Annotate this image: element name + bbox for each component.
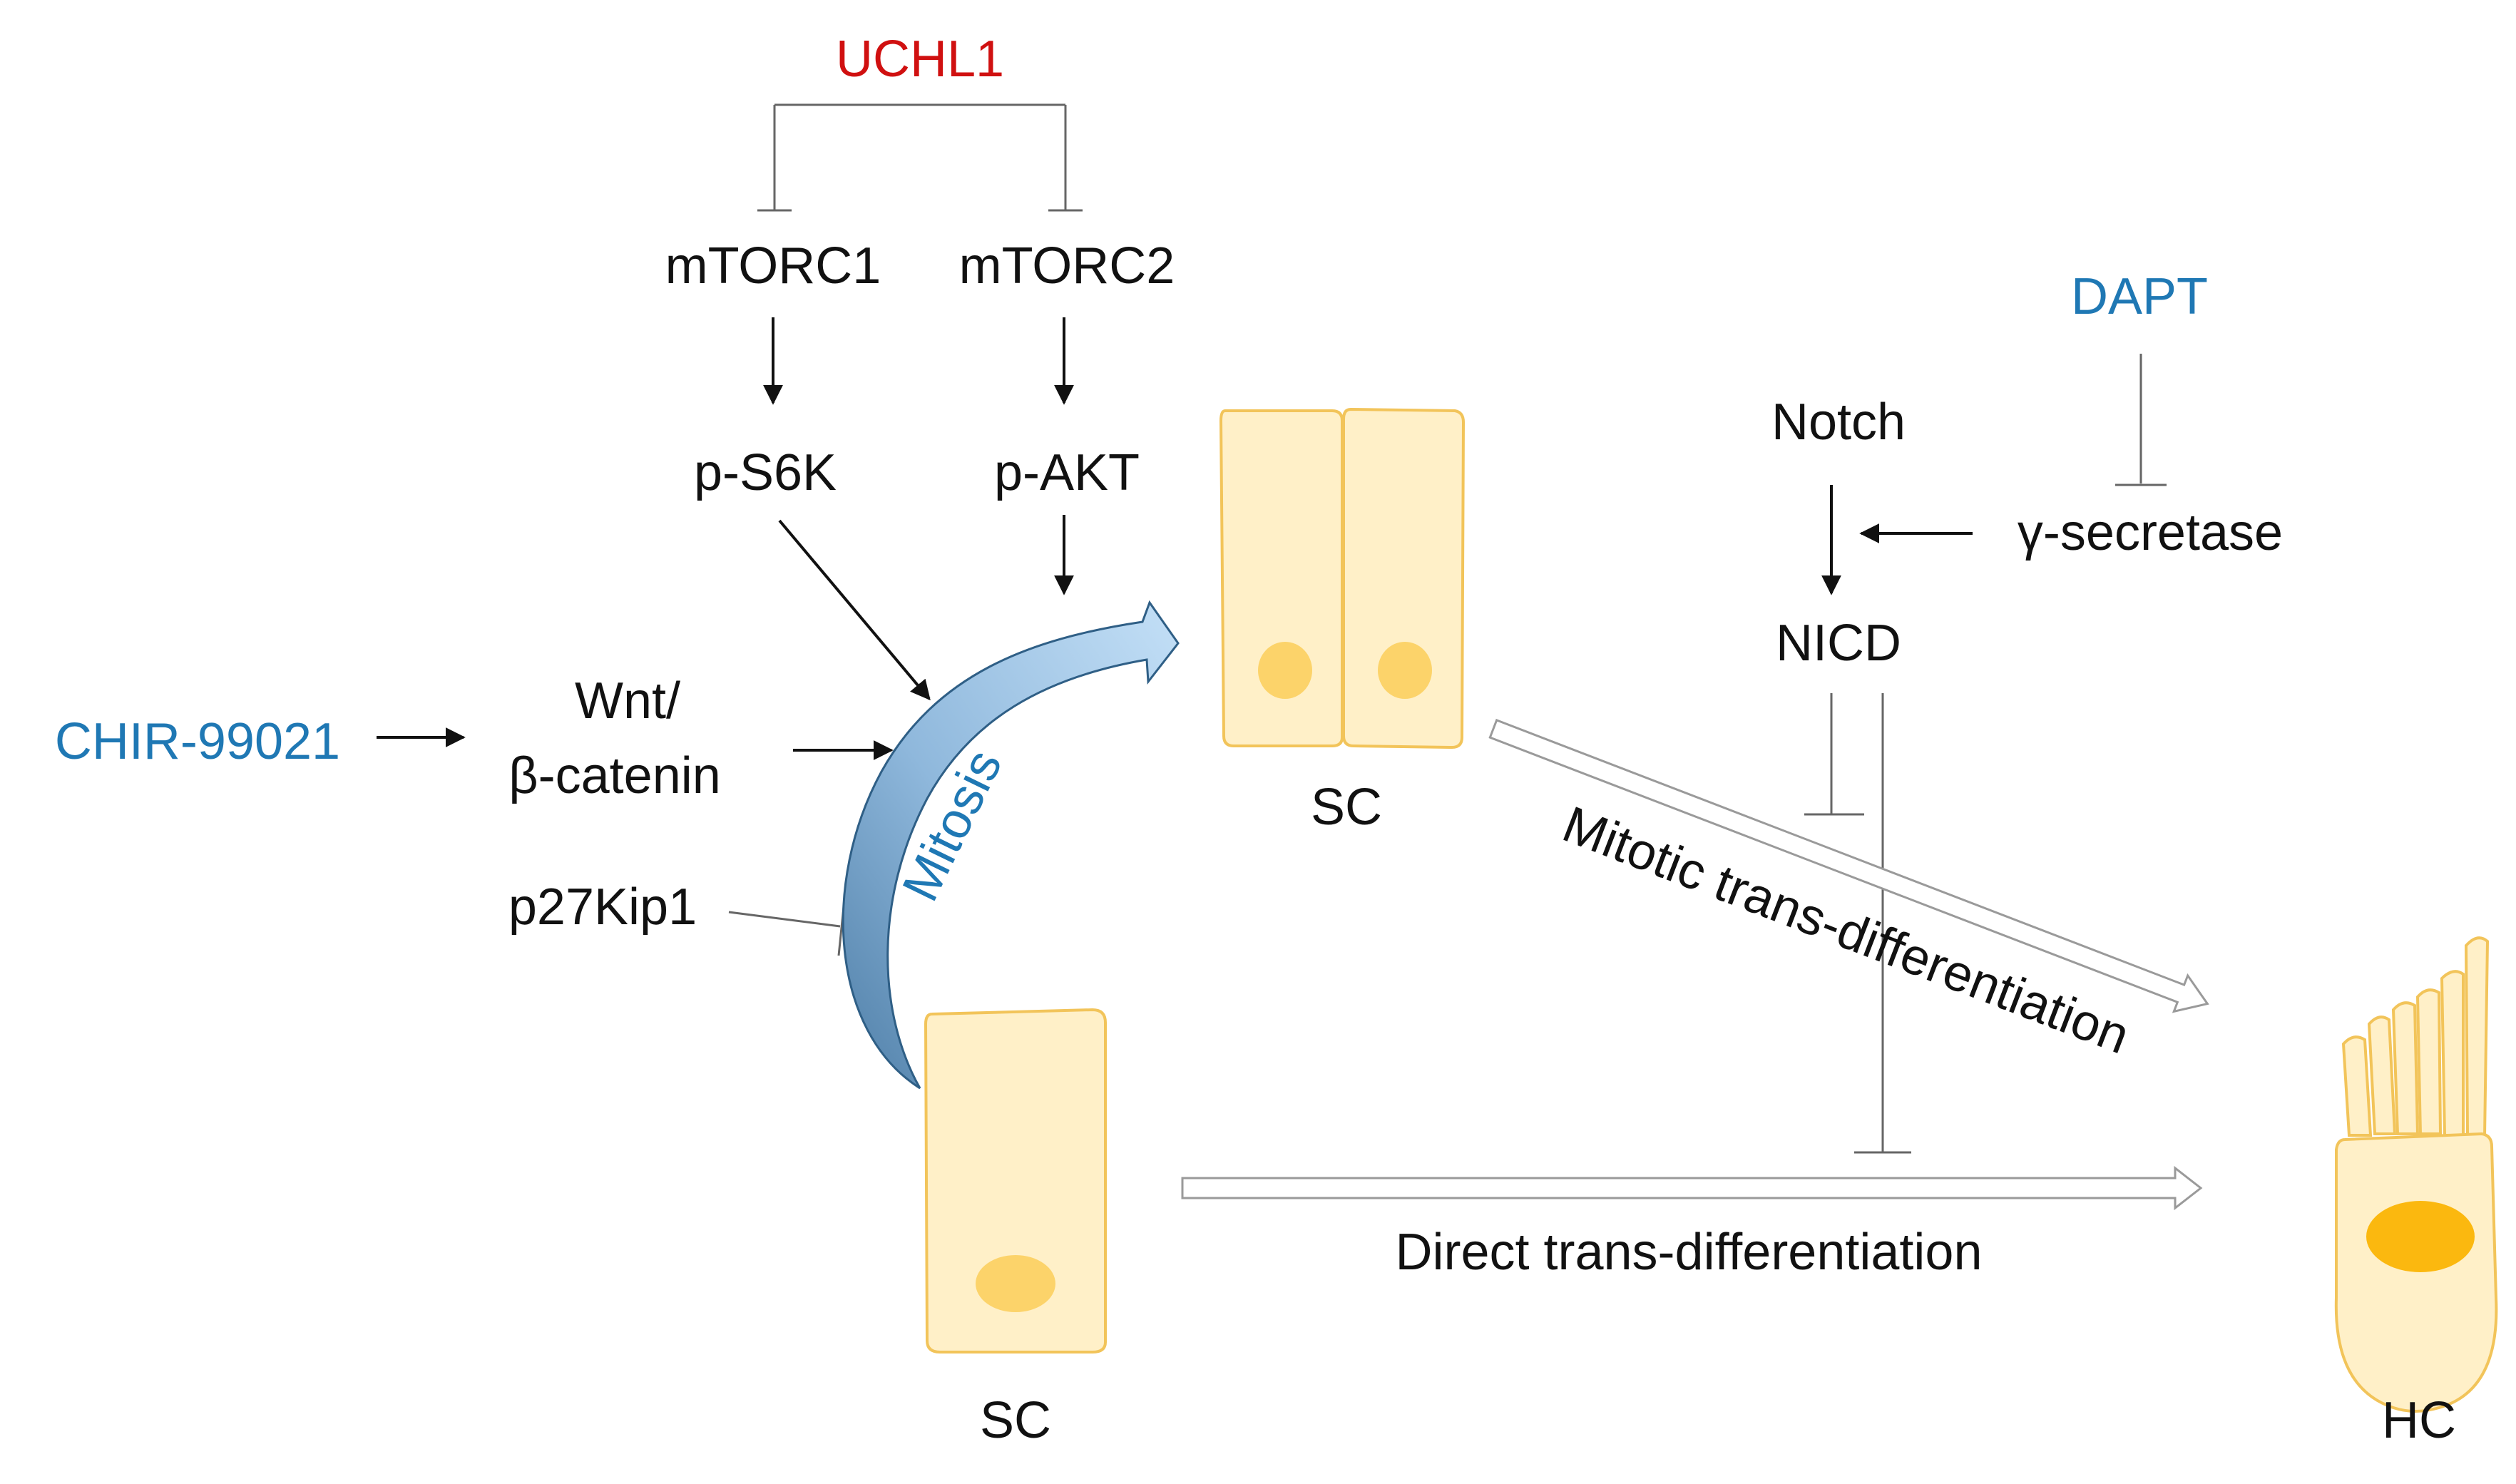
wnt-label-line2: β-catenin: [508, 747, 721, 804]
lower-sc-cell: [924, 1008, 1107, 1353]
dapt-label: DAPT: [2071, 268, 2208, 325]
ps6k-label: p-S6K: [694, 444, 837, 501]
mitotic-trans-differentiation-arrow: [1488, 718, 2209, 1013]
hair-cell: [2334, 936, 2498, 1413]
wnt-label-line1: Wnt/: [575, 672, 680, 730]
sc-upper-label: SC: [1311, 779, 1382, 836]
direct-trans-differentiation-arrow: [1181, 1165, 2203, 1211]
mtorc1-label: mTORC1: [665, 237, 881, 295]
nicd-inhibit-direct: [1854, 693, 1911, 1154]
ps6k-to-mitosis-arrow: [778, 519, 931, 701]
mitosis-arrow: [842, 600, 1180, 1090]
upper-sc-cells: [1219, 407, 1466, 749]
chir-label: CHIR-99021: [55, 713, 340, 770]
uchl1-label: UCHL1: [836, 31, 1004, 88]
nicd-label: NICD: [1776, 615, 1901, 672]
p27-inhibition: [728, 899, 846, 956]
sc-lower-label: SC: [980, 1392, 1051, 1449]
nicd-inhibit-mitotic: [1804, 693, 1864, 816]
direct-trans-differentiation-label: Direct trans-differentiation: [1395, 1224, 1982, 1281]
mitotic-trans-differentiation-label: Mitotic trans-differentiation: [1555, 796, 2137, 1065]
dapt-inhibition: [2115, 354, 2167, 486]
uchl1-inhibition-bracket: [757, 103, 1083, 212]
p27kip1-label: p27Kip1: [508, 879, 697, 936]
hc-label: HC: [2382, 1392, 2456, 1449]
gamma-secretase-label: γ-secretase: [2018, 504, 2283, 561]
pakt-label: p-AKT: [994, 444, 1140, 501]
mtorc2-label: mTORC2: [959, 237, 1175, 295]
notch-label: Notch: [1771, 394, 1906, 451]
